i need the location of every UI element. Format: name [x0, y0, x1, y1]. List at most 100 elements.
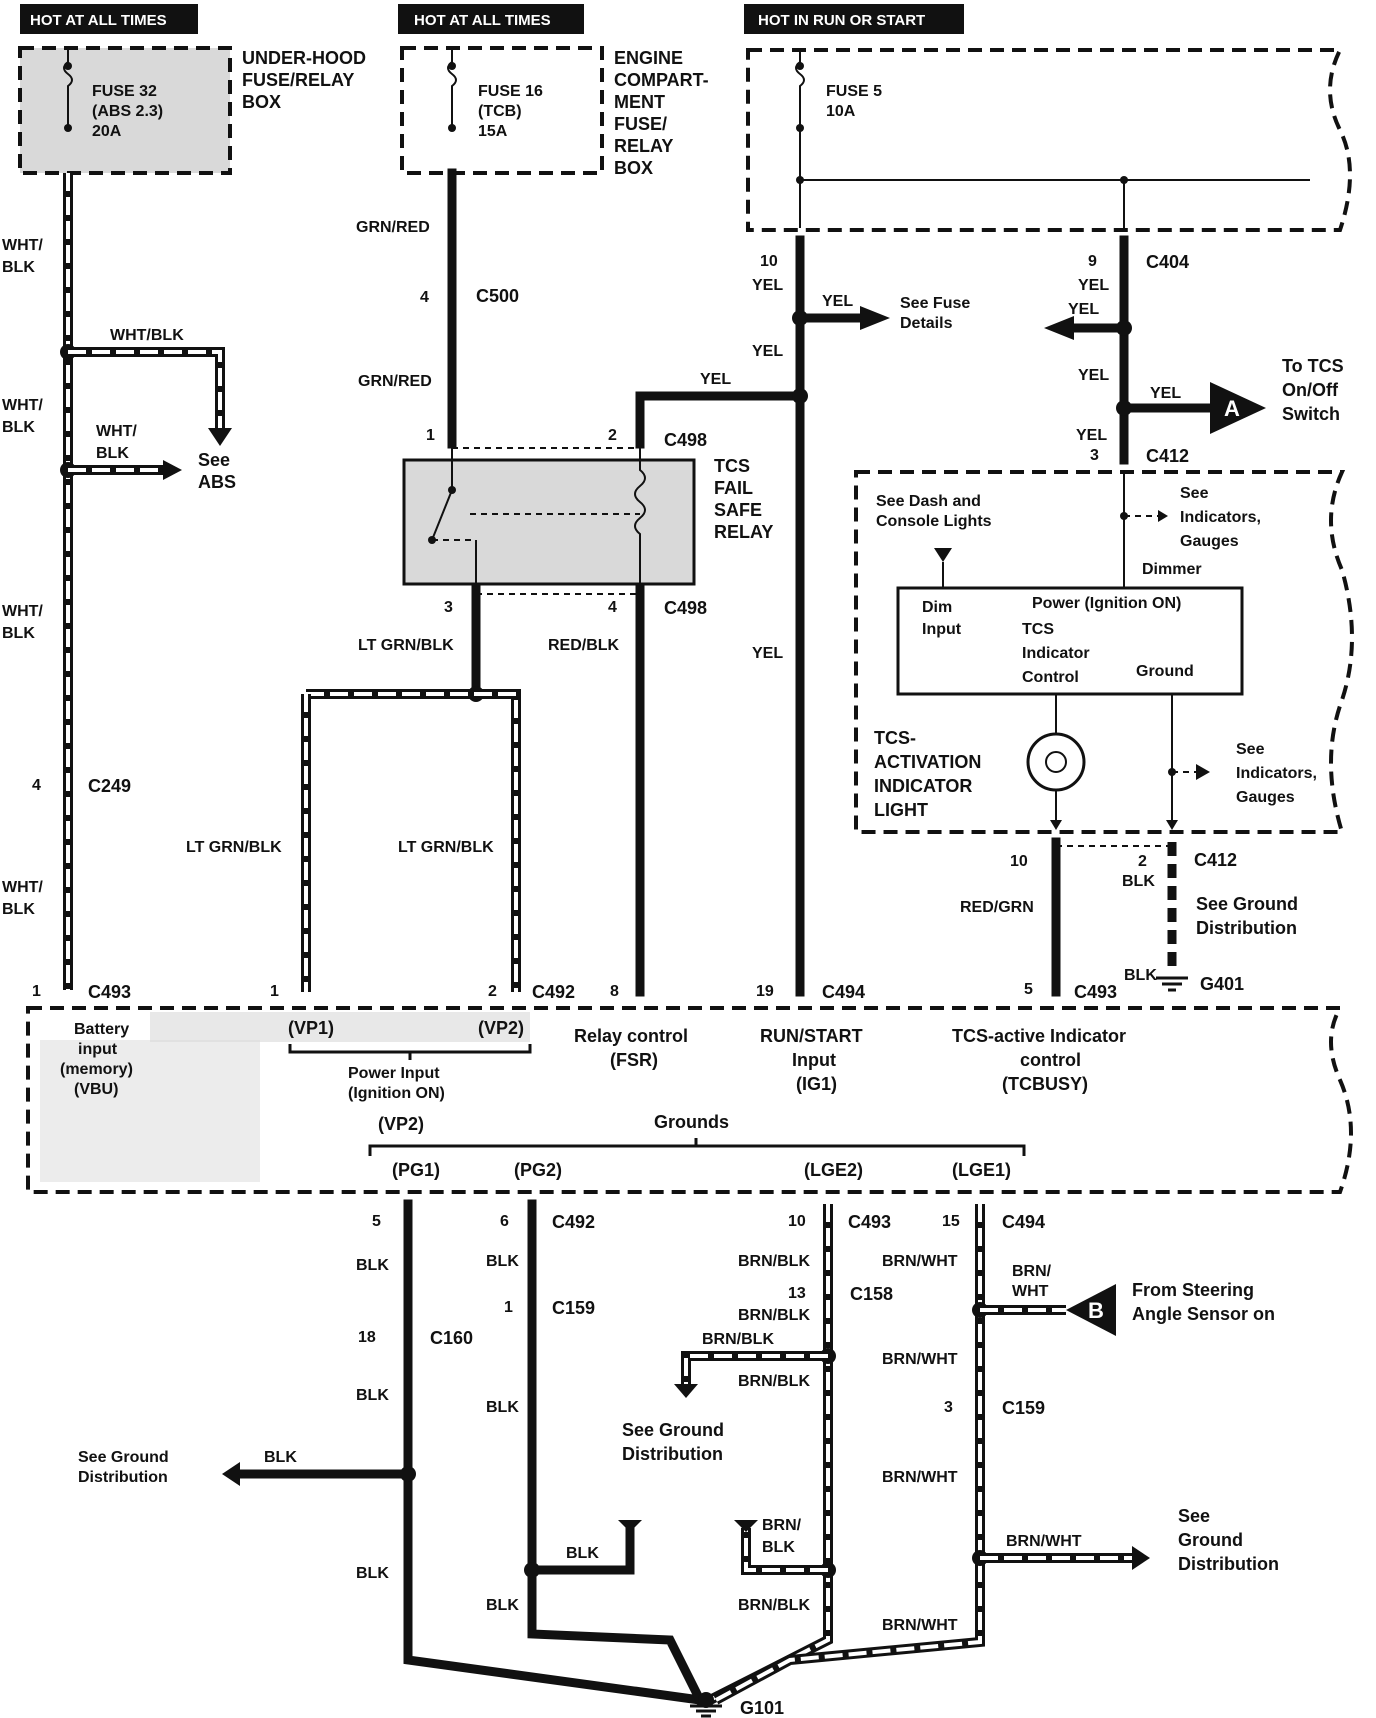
svg-text:3: 3: [444, 599, 453, 616]
blk-pg1-wire: 5 BLK 18 C160 BLK BLK See Ground Distrib…: [78, 1199, 706, 1706]
c494-label-top: C494: [822, 982, 865, 1002]
svg-text:3: 3: [1090, 447, 1099, 464]
svg-text:15: 15: [942, 1213, 960, 1230]
svg-text:LT GRN/BLK: LT GRN/BLK: [358, 637, 454, 654]
svg-text:(IG1): (IG1): [796, 1074, 837, 1094]
svg-text:5: 5: [1024, 981, 1033, 998]
svg-text:Control: Control: [1022, 669, 1079, 686]
svg-text:TCS-active Indicator: TCS-active Indicator: [952, 1026, 1126, 1046]
svg-text:3: 3: [944, 1399, 953, 1416]
svg-text:Gauges: Gauges: [1180, 533, 1239, 550]
svg-text:15A: 15A: [478, 123, 508, 140]
svg-text:1: 1: [270, 983, 279, 1000]
svg-text:LT GRN/BLK: LT GRN/BLK: [398, 839, 494, 856]
svg-text:4: 4: [32, 777, 41, 794]
svg-text:Indicator: Indicator: [1022, 645, 1090, 662]
svg-text:FUSE/RELAY: FUSE/RELAY: [242, 70, 354, 90]
svg-text:BOX: BOX: [242, 92, 281, 112]
svg-text:YEL: YEL: [752, 645, 783, 662]
svg-text:4: 4: [608, 599, 617, 616]
svg-text:1: 1: [32, 983, 41, 1000]
svg-text:BRN/BLK: BRN/BLK: [738, 1373, 810, 1390]
svg-text:BLK: BLK: [356, 1257, 389, 1274]
tcs-indicator-box: See Indicators, Gauges Dimmer See Dash a…: [854, 470, 1354, 834]
svg-text:See: See: [198, 450, 230, 470]
svg-text:BRN/: BRN/: [762, 1517, 802, 1534]
svg-text:See: See: [1178, 1506, 1210, 1526]
red-blk-wire: RED/BLK 8: [548, 585, 645, 1000]
svg-text:Gauges: Gauges: [1236, 789, 1295, 806]
svg-text:Grounds: Grounds: [654, 1112, 729, 1132]
c249-label: C249: [88, 776, 131, 796]
svg-text:10A: 10A: [826, 103, 856, 120]
svg-text:BLK: BLK: [486, 1253, 519, 1270]
svg-text:Input: Input: [922, 621, 962, 638]
svg-text:YEL: YEL: [752, 343, 783, 360]
svg-text:control: control: [1020, 1050, 1081, 1070]
svg-text:HOT AT ALL TIMES: HOT AT ALL TIMES: [30, 12, 167, 29]
c498-label-top: C498: [664, 430, 707, 450]
c493-label-left: C493: [88, 982, 131, 1002]
svg-text:(PG1): (PG1): [392, 1160, 440, 1180]
svg-text:(Ignition ON): (Ignition ON): [348, 1085, 445, 1102]
c412-label-bottom: C412: [1194, 850, 1237, 870]
yel-run-start-wire: 10 YEL YEL See Fuse Details YEL YEL 19 C…: [752, 235, 970, 1002]
svg-text:(PG2): (PG2): [514, 1160, 562, 1180]
svg-text:BLK: BLK: [2, 259, 35, 276]
svg-text:BRN/BLK: BRN/BLK: [738, 1307, 810, 1324]
svg-text:See Dash and: See Dash and: [876, 493, 981, 510]
blk-pg2-wire: 6 C492 BLK 1 C159 BLK BLK BLK: [486, 1199, 707, 1707]
header-hot-in-run-or-start: HOT IN RUN OR START: [744, 4, 964, 34]
svg-text:2: 2: [608, 427, 617, 444]
tcs-control-unit: Battery input (memory) (VBU) (VP1) (VP2)…: [26, 1006, 1353, 1194]
svg-text:(TCB): (TCB): [478, 103, 522, 120]
svg-text:13: 13: [788, 1285, 806, 1302]
c160-label: C160: [430, 1328, 473, 1348]
svg-text:Switch: Switch: [1282, 404, 1340, 424]
svg-text:ENGINE: ENGINE: [614, 48, 683, 68]
c412-label-top: C412: [1146, 446, 1189, 466]
svg-text:INDICATOR: INDICATOR: [874, 776, 972, 796]
g101-ground: G101: [690, 1692, 784, 1718]
svg-text:BRN/: BRN/: [1012, 1263, 1052, 1280]
svg-text:RED/GRN: RED/GRN: [960, 899, 1034, 916]
c492-label-top: C492: [532, 982, 575, 1002]
engine-fuse-box: FUSE 16 (TCB) 15A ENGINE COMPART- MENT F…: [400, 46, 709, 178]
svg-text:BLK: BLK: [356, 1565, 389, 1582]
svg-text:Distribution: Distribution: [622, 1444, 723, 1464]
svg-text:See Ground: See Ground: [1196, 894, 1298, 914]
svg-text:TCS-: TCS-: [874, 728, 916, 748]
svg-text:YEL: YEL: [1076, 427, 1107, 444]
svg-text:8: 8: [610, 983, 619, 1000]
svg-text:Console Lights: Console Lights: [876, 513, 992, 530]
svg-text:ACTIVATION: ACTIVATION: [874, 752, 981, 772]
svg-text:BLK: BLK: [1122, 873, 1155, 890]
svg-text:(memory): (memory): [60, 1061, 133, 1078]
svg-text:WHT/BLK: WHT/BLK: [110, 327, 184, 344]
svg-text:19: 19: [756, 983, 774, 1000]
c492-label-bottom: C492: [552, 1212, 595, 1232]
svg-text:YEL: YEL: [752, 277, 783, 294]
svg-text:TCS: TCS: [714, 456, 750, 476]
svg-text:(LGE2): (LGE2): [804, 1160, 863, 1180]
wht-blk-main-wire: WHT/ BLK WHT/BLK WHT/ BLK WHT/ BLK See A…: [2, 173, 236, 1002]
svg-text:BRN/WHT: BRN/WHT: [882, 1253, 958, 1270]
fuse-5-box: FUSE 5 10A: [746, 48, 1352, 232]
svg-text:(VP2): (VP2): [478, 1018, 524, 1038]
svg-text:2: 2: [488, 983, 497, 1000]
svg-text:YEL: YEL: [700, 371, 731, 388]
svg-text:Distribution: Distribution: [78, 1469, 168, 1486]
svg-text:(VBU): (VBU): [74, 1081, 118, 1098]
svg-text:HOT AT ALL TIMES: HOT AT ALL TIMES: [414, 12, 551, 29]
brn-blk-lge2-wire: 10 C493 BRN/BLK 13 C158 BRN/BLK BRN/BLK …: [622, 1204, 893, 1705]
svg-text:Power (Ignition ON): Power (Ignition ON): [1032, 595, 1181, 612]
svg-text:BRN/WHT: BRN/WHT: [882, 1469, 958, 1486]
svg-text:RELAY: RELAY: [714, 522, 773, 542]
c159-label-right: C159: [1002, 1398, 1045, 1418]
svg-text:BRN/BLK: BRN/BLK: [738, 1597, 810, 1614]
svg-text:YEL: YEL: [1068, 301, 1099, 318]
svg-text:See Ground: See Ground: [622, 1420, 724, 1440]
red-grn-and-g401-wires: 10 RED/GRN 5 C493 2 C412 BLK See Ground …: [960, 837, 1298, 1002]
svg-text:10: 10: [788, 1213, 806, 1230]
